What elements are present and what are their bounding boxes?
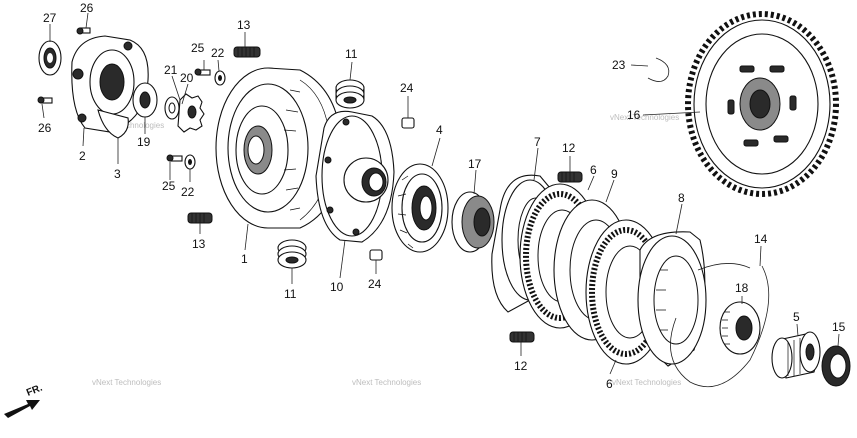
callout-17: 17 bbox=[468, 157, 482, 171]
part-11-spring-lower bbox=[277, 239, 307, 269]
part-22-washer-lower bbox=[184, 154, 196, 170]
part-13-spring-lower bbox=[187, 212, 213, 224]
callout-5: 5 bbox=[793, 310, 800, 324]
callout-11-upper: 11 bbox=[345, 47, 358, 61]
callout-24-lower: 24 bbox=[368, 277, 382, 291]
fr-direction-arrow: FR. bbox=[4, 382, 44, 418]
part-11-spring-upper bbox=[335, 79, 365, 109]
callout-3: 3 bbox=[114, 167, 121, 181]
part-10-clutch-hub bbox=[315, 110, 395, 243]
callout-7: 7 bbox=[534, 135, 541, 149]
callout-26-upper: 26 bbox=[80, 1, 94, 15]
callout-15: 15 bbox=[832, 320, 846, 334]
part-21-gear bbox=[177, 93, 205, 133]
callout-16: 16 bbox=[627, 108, 641, 122]
part-14-snap-ring bbox=[670, 263, 770, 388]
callout-24-upper: 24 bbox=[400, 81, 414, 95]
callout-9: 9 bbox=[611, 167, 618, 181]
part-4-hub-ring bbox=[391, 163, 449, 253]
part-22-washer-upper bbox=[214, 70, 226, 86]
part-16-driven-gear bbox=[685, 11, 839, 197]
callout-20: 20 bbox=[180, 71, 194, 85]
callout-26-lower: 26 bbox=[38, 121, 52, 135]
part-2-pump-body bbox=[71, 35, 149, 133]
part-24-pin-lower bbox=[369, 249, 383, 261]
part-20-washer bbox=[164, 96, 180, 120]
callout-8: 8 bbox=[678, 191, 685, 205]
part-26-bolt-upper bbox=[76, 27, 91, 35]
part-17-bushing bbox=[451, 191, 495, 253]
callout-23: 23 bbox=[612, 58, 626, 72]
watermark-4: vNext Technologies bbox=[352, 378, 421, 387]
part-3-pump-cover bbox=[97, 109, 129, 139]
callout-25-upper: 25 bbox=[191, 41, 205, 55]
callout-13-upper: 13 bbox=[237, 18, 251, 32]
callout-2: 2 bbox=[79, 149, 86, 163]
callout-25-lower: 25 bbox=[162, 179, 176, 193]
watermark-3: vNext Technologies bbox=[92, 378, 161, 387]
watermark-1: vNext Technologies bbox=[95, 121, 164, 130]
callout-13-lower: 13 bbox=[192, 237, 206, 251]
callout-22-upper: 22 bbox=[211, 46, 225, 60]
part-12-spring-lower bbox=[509, 331, 535, 343]
leader-lines bbox=[41, 12, 840, 375]
callout-14: 14 bbox=[754, 232, 768, 246]
part-18-splined-hub bbox=[719, 301, 761, 355]
part-12-spring-upper bbox=[557, 171, 583, 183]
callout-22-lower: 22 bbox=[181, 185, 195, 199]
part-25-bolt-lower bbox=[166, 154, 183, 162]
part-19-inner-rotor bbox=[132, 82, 158, 118]
part-8-end-plate bbox=[637, 231, 707, 367]
part-15-washer bbox=[821, 345, 851, 387]
watermark-2: vNext Technologies bbox=[610, 113, 679, 122]
part-5-needle-bearing bbox=[771, 331, 821, 379]
callout-1: 1 bbox=[241, 252, 248, 266]
watermark-5: vNext Technologies bbox=[612, 378, 681, 387]
part-24-pin-upper bbox=[401, 117, 415, 129]
callout-19: 19 bbox=[137, 135, 151, 149]
callout-10: 10 bbox=[330, 280, 344, 294]
part-27-bearing bbox=[38, 40, 62, 76]
callout-4: 4 bbox=[436, 123, 443, 137]
callout-11-lower: 11 bbox=[284, 287, 297, 301]
callout-12-upper: 12 bbox=[562, 141, 576, 155]
callout-6-lower: 6 bbox=[606, 377, 613, 391]
part-13-spring-upper bbox=[233, 46, 261, 58]
callout-18: 18 bbox=[735, 281, 749, 295]
callout-27: 27 bbox=[43, 11, 57, 25]
callout-labels: 27 26 26 2 3 13 13 25 25 22 22 21 20 19 … bbox=[38, 1, 846, 391]
watermarks: vNext Technologies vNext Technologies vN… bbox=[92, 113, 681, 387]
part-23-circlip bbox=[647, 57, 670, 82]
callout-21: 21 bbox=[164, 63, 178, 77]
part-26-bolt-lower bbox=[37, 96, 53, 104]
fr-label: FR. bbox=[25, 382, 44, 398]
callout-12-lower: 12 bbox=[514, 359, 528, 373]
part-25-bolt-upper bbox=[194, 68, 211, 76]
callout-6-upper: 6 bbox=[590, 163, 597, 177]
